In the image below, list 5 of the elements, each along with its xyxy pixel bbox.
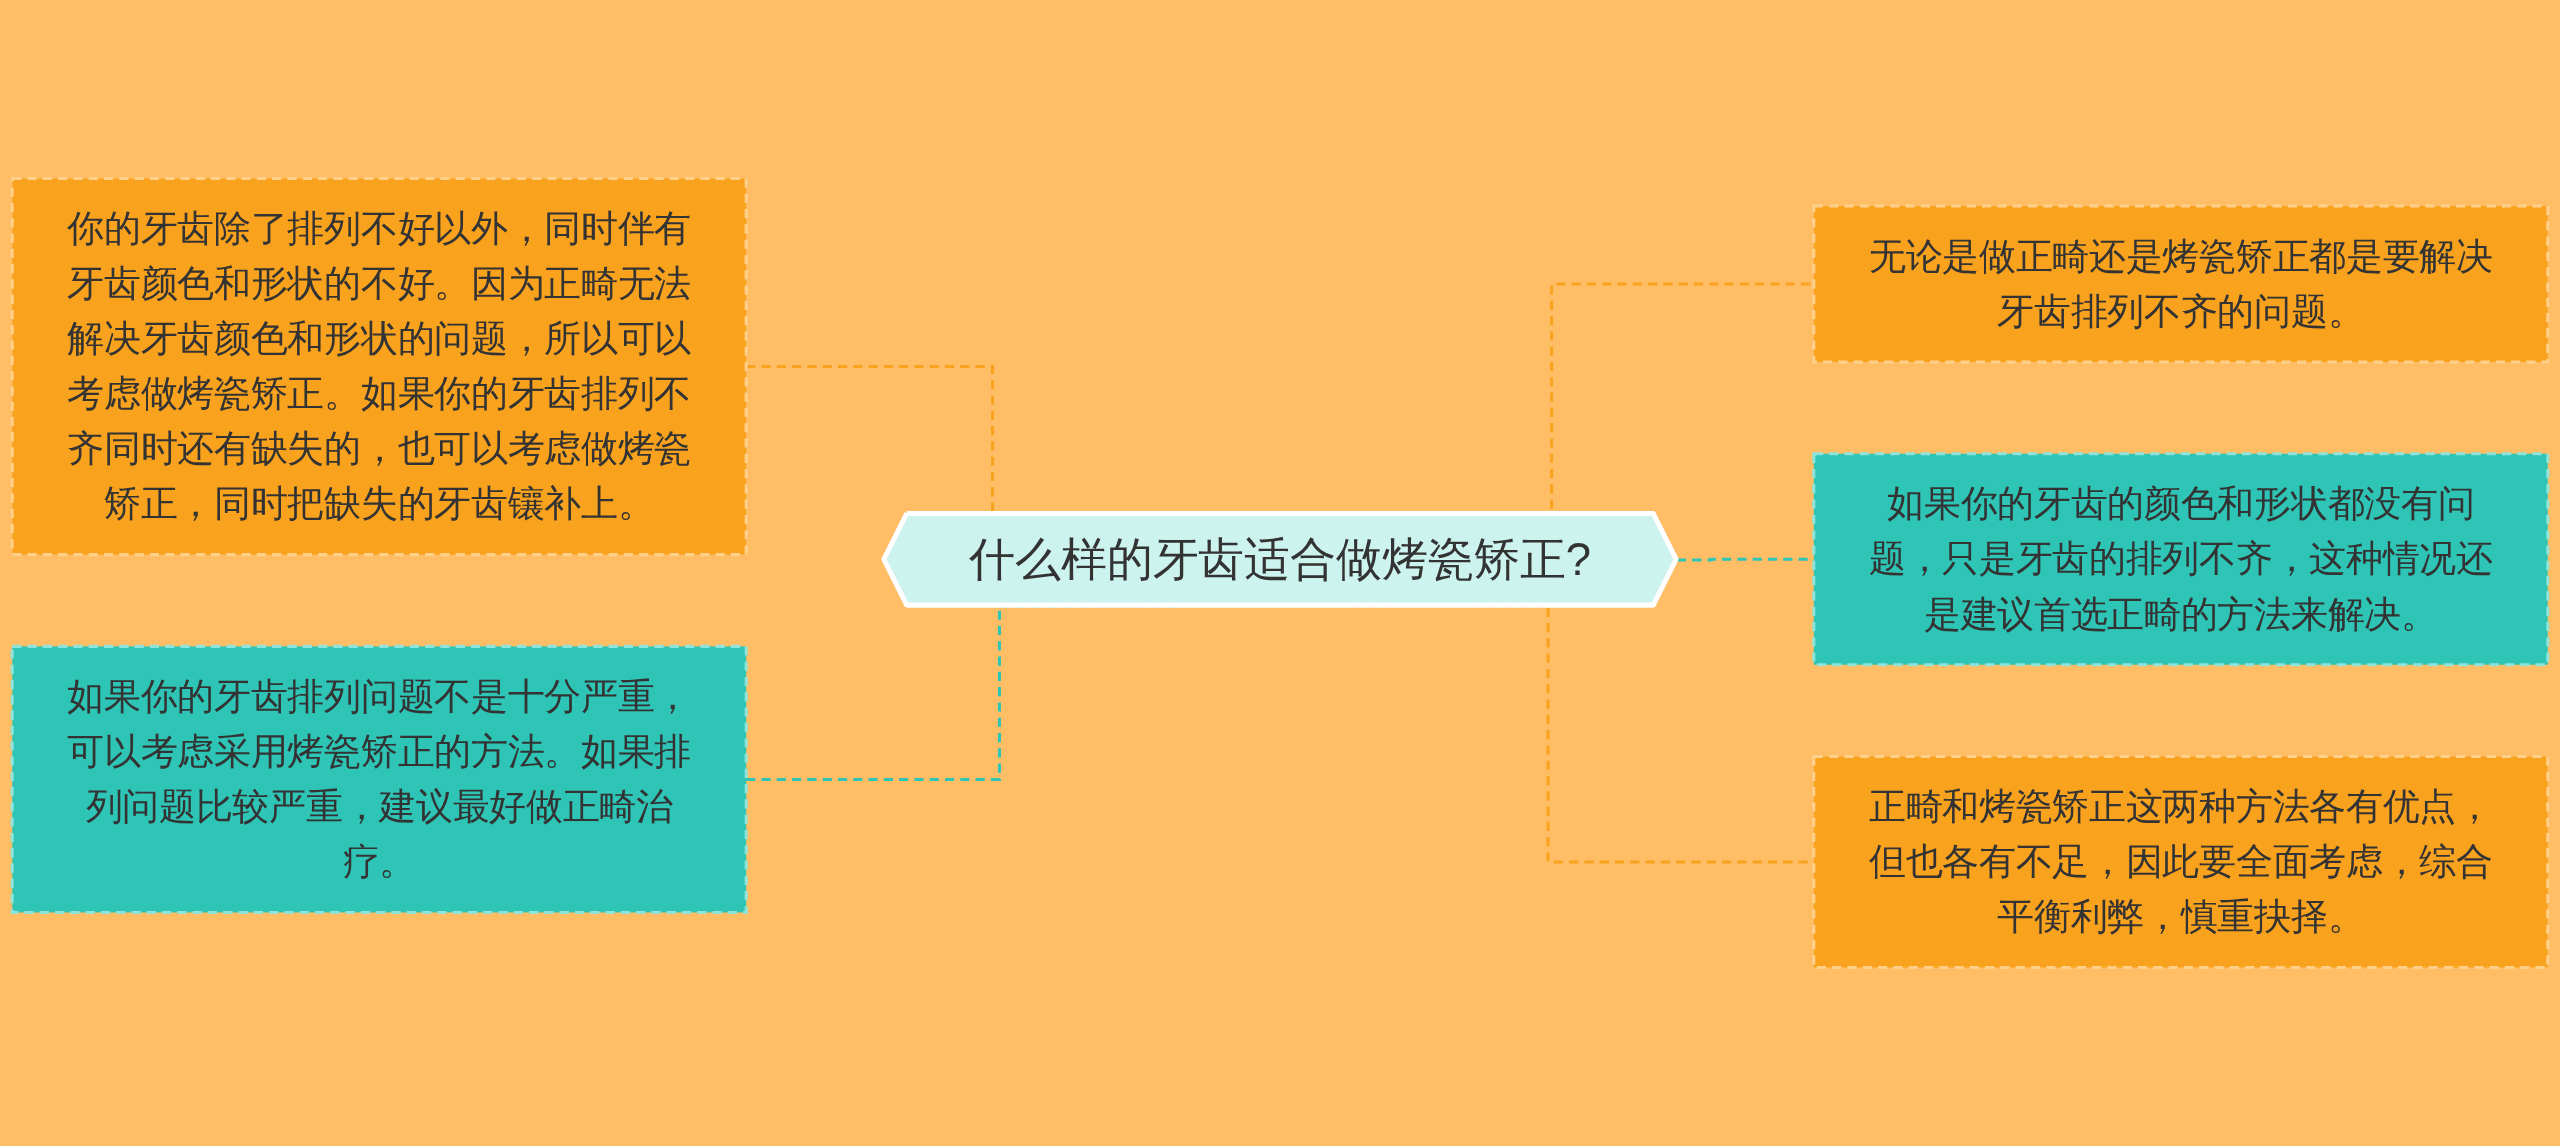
node-box: 如果你的牙齿排列问题不是十分严重，可以考虑采用烤瓷矫正的方法。如果排列问题比较严重，建议最好做正畸治疗。 [10,644,748,914]
node-box: 你的牙齿除了排列不好以外，同时伴有牙齿颜色和形状的不好。因为正畸无法解决牙齿颜色和形状的问题，所以可以考虑做烤瓷矫正。如果你的牙齿排列不齐同时还有缺失的，也可以考虑做烤瓷矫正，同时把缺失的牙齿镶补上。 [10,176,748,557]
node-box: 正畸和烤瓷矫正这两种方法各有优点，但也各有不足，因此要全面考虑，综合平衡利弊，慎重抉择。 [1812,754,2550,970]
node-box: 无论是做正畸还是烤瓷矫正都是要解决牙齿排列不齐的问题。 [1812,204,2550,364]
node-box: 如果你的牙齿的颜色和形状都没有问题，只是牙齿的排列不齐，这种情况还是建议首选正畸的方法来解决。 [1812,452,2550,667]
